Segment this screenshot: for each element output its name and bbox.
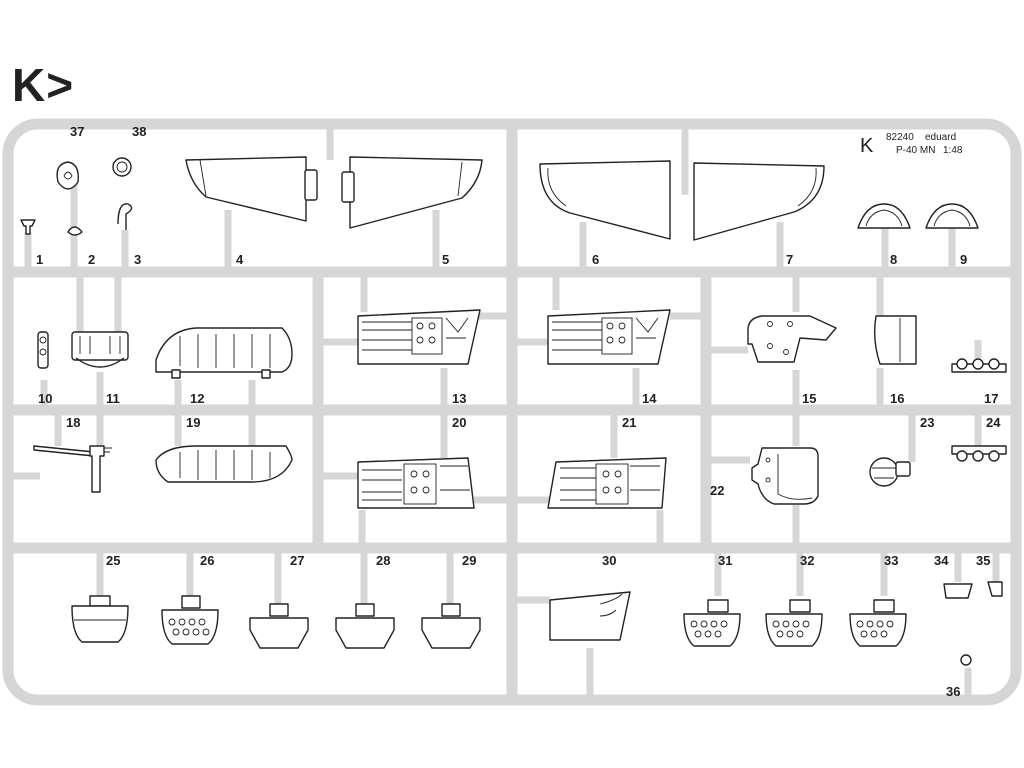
part-label-9: 9 (960, 252, 967, 267)
part-35-shape (987, 581, 1003, 597)
part-2-shape (67, 226, 83, 236)
part-label-21: 21 (622, 415, 636, 430)
part-label-7: 7 (786, 252, 793, 267)
part-16-shape (873, 315, 917, 365)
part-38-shape (112, 157, 132, 177)
part-label-29: 29 (462, 553, 476, 568)
part-26-shape (161, 595, 219, 645)
plate-model: P-40 MN (896, 145, 935, 156)
part-label-25: 25 (106, 553, 120, 568)
part-17-shape (951, 358, 1007, 373)
part-33-shape (849, 599, 907, 647)
part-10-shape (37, 331, 49, 369)
part-label-12: 12 (190, 391, 204, 406)
part-23-shape (869, 457, 911, 487)
part-15-shape (747, 315, 837, 363)
plate-letter: K (860, 135, 874, 157)
plate-scale: 1:48 (943, 145, 963, 156)
part-28-shape (335, 603, 395, 649)
part-label-1: 1 (36, 252, 43, 267)
part-label-37: 37 (70, 124, 84, 139)
part-32-shape (765, 599, 823, 647)
part-18-shape (33, 445, 112, 493)
part-label-4: 4 (236, 252, 244, 267)
part-label-3: 3 (134, 252, 141, 267)
part-label-2: 2 (88, 252, 95, 267)
part-36-shape (960, 654, 972, 666)
part-30-shape (549, 591, 631, 641)
part-label-33: 33 (884, 553, 898, 568)
part-20-shape (357, 457, 475, 509)
part-22-shape (751, 447, 819, 505)
part-label-8: 8 (890, 252, 897, 267)
part-19-shape (155, 445, 293, 483)
part-14-shape (547, 309, 671, 365)
part-1-shape (20, 219, 36, 235)
part-5-shape (349, 156, 483, 229)
part-label-31: 31 (718, 553, 732, 568)
part-6-shape (539, 160, 671, 240)
part-label-6: 6 (592, 252, 599, 267)
part-label-28: 28 (376, 553, 390, 568)
part-9-shape (925, 203, 979, 229)
part-label-13: 13 (452, 391, 466, 406)
part-label-15: 15 (802, 391, 816, 406)
part-label-22: 22 (710, 483, 724, 498)
part-label-32: 32 (800, 553, 814, 568)
part-13-shape (357, 309, 481, 365)
part-label-18: 18 (66, 415, 80, 430)
part-8-shape (857, 203, 911, 229)
part-label-17: 17 (984, 391, 998, 406)
part-3-shape (117, 203, 133, 230)
part-label-35: 35 (976, 553, 990, 568)
part-label-27: 27 (290, 553, 304, 568)
part-31-shape (683, 599, 741, 647)
part-label-19: 19 (186, 415, 200, 430)
sprue-title: K> (12, 59, 75, 111)
part-11-shape (71, 331, 129, 368)
part-34-shape (943, 583, 973, 599)
part-label-30: 30 (602, 553, 616, 568)
plate-brand: eduard (925, 132, 956, 143)
part-label-5: 5 (442, 252, 449, 267)
plate-code: 82240 (886, 132, 914, 143)
part-7-shape (693, 162, 825, 241)
part-label-36: 36 (946, 684, 960, 699)
part-label-20: 20 (452, 415, 466, 430)
part-label-26: 26 (200, 553, 214, 568)
part-37-shape (56, 161, 79, 190)
part-27-shape (249, 603, 309, 649)
part-label-11: 11 (106, 391, 120, 406)
part-21-shape (547, 457, 667, 509)
part-29-shape (421, 603, 481, 649)
part-24-shape (951, 445, 1007, 462)
part-label-34: 34 (934, 553, 949, 568)
part-label-23: 23 (920, 415, 934, 430)
part-label-24: 24 (986, 415, 1001, 430)
part-label-14: 14 (642, 391, 657, 406)
part-4-shape (185, 156, 307, 222)
part-label-38: 38 (132, 124, 146, 139)
part-label-10: 10 (38, 391, 52, 406)
part-label-16: 16 (890, 391, 904, 406)
part-12-shape (155, 327, 293, 379)
part-25-shape (71, 595, 129, 643)
